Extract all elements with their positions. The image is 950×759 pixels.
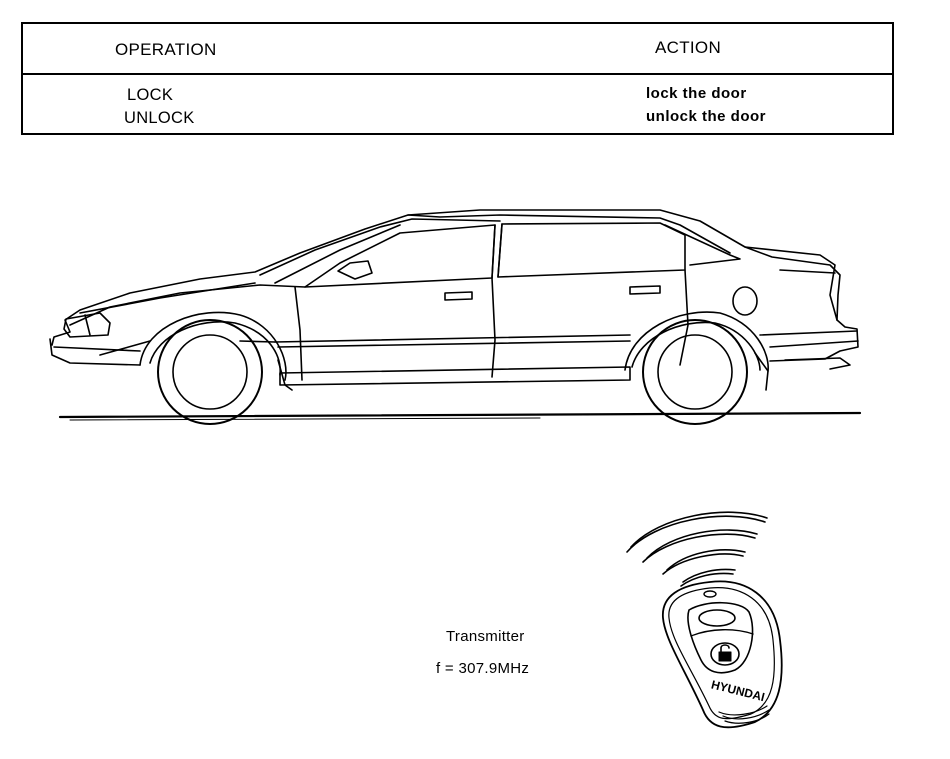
table-header-row: OPERATION ACTION bbox=[23, 24, 892, 75]
transmitter-label: Transmitter bbox=[446, 628, 525, 645]
row-lock-action: lock the door bbox=[646, 85, 747, 102]
key-fob-transmitter: HYUNDAI bbox=[615, 500, 815, 740]
unlock-button-icon bbox=[711, 643, 739, 665]
radio-waves-icon bbox=[627, 512, 767, 586]
car-side-view-illustration bbox=[40, 195, 870, 435]
row-unlock-operation: UNLOCK bbox=[124, 109, 195, 128]
header-operation: OPERATION bbox=[115, 40, 217, 60]
lock-button-icon bbox=[699, 610, 735, 626]
fob-brand-logo: HYUNDAI bbox=[710, 677, 766, 704]
transmitter-frequency: f = 307.9MHz bbox=[436, 660, 529, 677]
operation-table: OPERATION ACTION LOCK UNLOCK lock the do… bbox=[21, 22, 894, 135]
row-unlock-action: unlock the door bbox=[646, 108, 766, 125]
header-action: ACTION bbox=[655, 38, 721, 58]
row-lock-operation: LOCK bbox=[127, 86, 173, 105]
